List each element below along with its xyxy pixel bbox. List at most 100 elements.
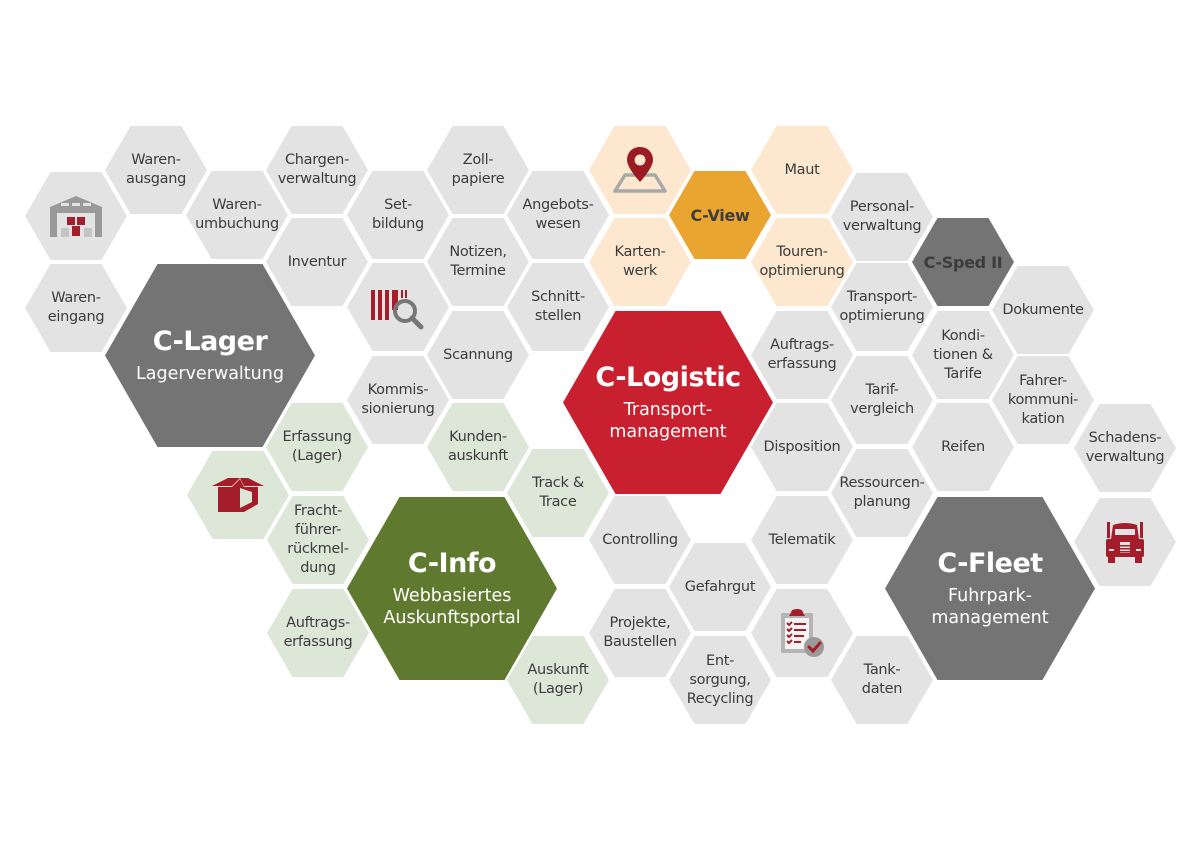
module-subtitle: Webbasiertes Auskunftsportal xyxy=(383,586,521,628)
clipboard-checklist-icon xyxy=(781,609,824,657)
hex-projekte: Projekte, Baustellen xyxy=(589,589,691,677)
module-subtitle: Transport- management xyxy=(609,400,727,442)
hex-dokumente: Dokumente xyxy=(992,266,1094,354)
feature-label: Waren- umbuchung xyxy=(195,197,279,232)
feature-label: Waren- ausgang xyxy=(125,152,186,187)
open-box-icon xyxy=(212,478,264,512)
feature-label: Projekte, Baustellen xyxy=(603,615,677,650)
hex-kommissionierung: Kommis- sionierung xyxy=(347,356,449,444)
feature-label: Erfassung (Lager) xyxy=(282,429,352,464)
hex-truck xyxy=(1074,498,1176,586)
feature-label: Set- bildung xyxy=(372,197,424,232)
feature-label: Inventur xyxy=(287,253,347,270)
hex-maut: Maut xyxy=(751,126,853,214)
module-c-view: C-View xyxy=(669,171,771,259)
feature-label: Transport- optimierung xyxy=(839,289,925,324)
hex-gefahrgut: Gefahrgut xyxy=(669,543,771,631)
hex-warehouse xyxy=(25,172,127,260)
feature-label: Notizen, Termine xyxy=(449,244,507,279)
module-title: C-Info xyxy=(407,548,497,579)
hex-angebotswesen: Angebots- wesen xyxy=(507,171,609,259)
feature-label: Tank- daten xyxy=(861,662,903,697)
feature-label: Tarif- vergleich xyxy=(850,382,914,417)
module-title: C-Fleet xyxy=(937,548,1043,579)
hex-tankdaten: Tank- daten xyxy=(831,636,933,724)
feature-label: Ressourcen- planung xyxy=(839,475,925,510)
hex-personalverwaltung: Personal- verwaltung xyxy=(831,173,933,261)
hex-barcode xyxy=(347,263,449,351)
feature-label: Fracht- führer- rückmel- dung xyxy=(287,503,349,576)
feature-label: Kunden- auskunft xyxy=(447,429,509,464)
feature-label: Reifen xyxy=(941,438,985,455)
module-c-logistic: C-Logistic Transport- management xyxy=(563,311,773,494)
hex-schadensverwaltung: Schadens- verwaltung xyxy=(1074,404,1176,492)
hex-schnittstellen: Schnitt- stellen xyxy=(507,263,609,351)
feature-label: Angebots- wesen xyxy=(522,197,594,232)
hex-warenausgang: Waren- ausgang xyxy=(105,126,207,214)
hex-chargenverwaltung: Chargen- verwaltung xyxy=(266,126,368,214)
hex-inventur: Inventur xyxy=(266,218,368,306)
module-subtitle: Lagerverwaltung xyxy=(136,364,284,384)
hex-auftragserfassung-info: Auftrags- erfassung xyxy=(267,589,369,677)
feature-label: Fahrer- kommuni- kation xyxy=(1007,372,1079,427)
feature-label: Maut xyxy=(784,161,820,178)
hex-fahrerkommunikation: Fahrer- kommuni- kation xyxy=(992,356,1094,444)
hex-kundenauskunft: Kunden- auskunft xyxy=(427,403,529,491)
feature-label: Auftrags- erfassung xyxy=(283,615,353,650)
feature-label: Dokumente xyxy=(1002,301,1084,318)
feature-label: Track & Trace xyxy=(532,475,584,510)
feature-label: Schnitt- stellen xyxy=(531,289,585,324)
hex-wareneingang: Waren- eingang xyxy=(25,264,127,352)
hex-box xyxy=(187,451,289,539)
feature-label: Gefahrgut xyxy=(684,578,756,595)
hex-disposition: Disposition xyxy=(751,403,853,491)
module-c-info: C-Info Webbasiertes Auskunftsportal xyxy=(347,497,557,680)
feature-label: Personal- verwaltung xyxy=(842,199,922,234)
hex-entsorgung: Ent- sorgung, Recycling xyxy=(669,636,771,724)
hex-controlling: Controlling xyxy=(589,496,691,584)
barcode-search-icon xyxy=(371,290,424,330)
feature-label: Scannung xyxy=(443,346,513,363)
feature-label: Controlling xyxy=(602,531,678,548)
hex-auftragserfassung-logistic: Auftrags- erfassung xyxy=(751,311,853,399)
hex-scannung: Scannung xyxy=(427,311,529,399)
hex-telematik: Telematik xyxy=(751,496,853,584)
hex-clipboard xyxy=(751,589,853,677)
map-pin-icon xyxy=(613,147,667,193)
feature-label: Touren- optimierung xyxy=(759,244,845,279)
feature-label: Karten- werk xyxy=(614,244,666,279)
feature-label: Telematik xyxy=(768,531,836,548)
feature-label: Waren- eingang xyxy=(47,290,105,325)
hex-frachtfuehrer: Fracht- führer- rückmel- dung xyxy=(267,496,369,584)
module-title: C-Lager xyxy=(152,326,268,357)
hex-setbildung: Set- bildung xyxy=(347,171,449,259)
feature-label: Zoll- papiere xyxy=(451,152,505,187)
module-title: C-Logistic xyxy=(595,362,741,393)
hex-auskunft-lager: Auskunft (Lager) xyxy=(507,636,609,724)
hex-konditionen: Kondi- tionen & Tarife xyxy=(912,311,1014,399)
module-title: C-Sped II xyxy=(923,252,1003,272)
feature-label: Kondi- tionen & Tarife xyxy=(933,327,993,382)
feature-label: Schadens- verwaltung xyxy=(1085,430,1165,465)
hex-track-trace: Track & Trace xyxy=(507,449,609,537)
module-subtitle: Fuhrpark- management xyxy=(931,586,1049,628)
warehouse-icon xyxy=(50,196,102,237)
hex-notizen: Notizen, Termine xyxy=(427,218,529,306)
hex-zollpapiere: Zoll- papiere xyxy=(427,126,529,214)
hex-kartenwerk: Karten- werk xyxy=(589,218,691,306)
hex-tourenoptimierung: Touren- optimierung xyxy=(751,218,853,306)
module-title: C-View xyxy=(690,205,750,225)
hex-transportoptimierung: Transport- optimierung xyxy=(831,263,933,351)
feature-label: Disposition xyxy=(763,438,841,455)
feature-label: Chargen- verwaltung xyxy=(277,152,357,187)
module-c-lager: C-Lager Lagerverwaltung xyxy=(105,264,315,447)
truck-icon xyxy=(1106,522,1144,563)
module-c-fleet: C-Fleet Fuhrpark- management xyxy=(885,497,1095,680)
hex-reifen: Reifen xyxy=(912,403,1014,491)
feature-label: Auskunft (Lager) xyxy=(527,662,589,697)
hex-map xyxy=(589,126,691,214)
hex-tarifvergleich: Tarif- vergleich xyxy=(831,356,933,444)
feature-label: Auftrags- erfassung xyxy=(767,337,837,372)
feature-label: Ent- sorgung, Recycling xyxy=(686,652,754,707)
hex-ressourcenplanung: Ressourcen- planung xyxy=(831,449,933,537)
